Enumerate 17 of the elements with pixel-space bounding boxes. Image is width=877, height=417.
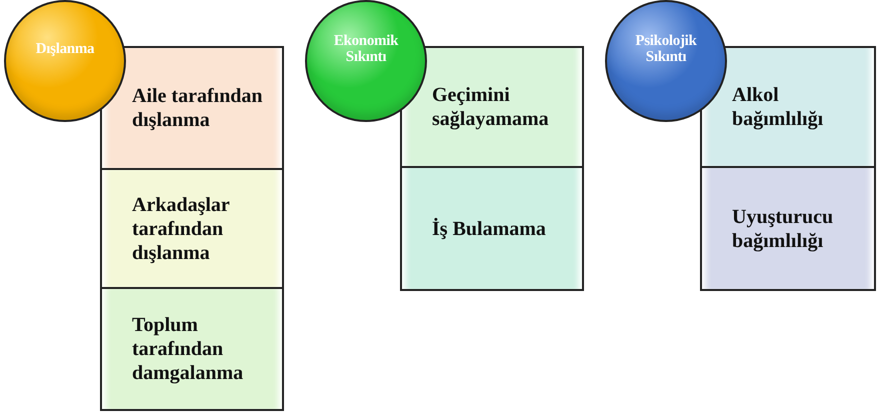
box-label: Uyuşturucu bağımlılığı — [732, 204, 834, 252]
item-box — [100, 287, 284, 411]
item-box — [100, 46, 284, 170]
item-box — [700, 166, 876, 291]
box-label: Arkadaşlar tarafından dışlanma — [132, 192, 230, 264]
circle-label: Ekonomik Sıkıntı — [332, 34, 400, 66]
item-box — [700, 46, 876, 168]
box-label: Alkol bağımlılığı — [732, 83, 824, 131]
circle-label: Dışlanma — [34, 42, 96, 58]
box-label: Geçimini sağlayamama — [432, 83, 550, 131]
box-label: İş Bulamama — [432, 216, 546, 240]
circle-label: Psikolojik Sıkıntı — [634, 34, 698, 66]
item-box — [400, 166, 584, 291]
box-label: Aile tarafından dışlanma — [132, 84, 264, 132]
item-box — [100, 168, 284, 289]
item-box — [400, 46, 584, 168]
box-label: Toplum tarafından damgalanma — [132, 313, 244, 385]
